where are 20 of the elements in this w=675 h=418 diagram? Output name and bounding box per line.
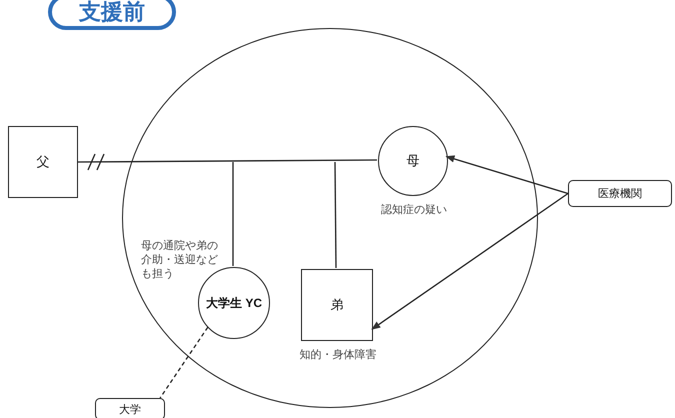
arrow [445,155,568,194]
annotation-text: 認知症の疑い [380,203,448,217]
dashed-connector [160,326,208,398]
node-label: 大学生 YC [206,294,262,312]
arrow [371,192,568,330]
organization-box [568,180,672,207]
node-label: 大学 [119,402,141,416]
connector-line [232,162,234,266]
node-label: 支援前 [79,0,145,26]
organization-box [95,398,165,418]
node-label: 弟 [330,296,344,314]
node-label: 母 [406,152,420,170]
connector-line [334,162,337,268]
genogram-square [8,126,78,198]
node-label: 医療機関 [598,187,642,201]
node-label: 父 [36,153,50,171]
annotation-text: 母の通院や弟の介助・送迎なども担う [141,239,219,281]
title-badge [48,0,176,30]
annotation-text: 知的・身体障害 [298,348,378,362]
connector-line [78,159,377,163]
